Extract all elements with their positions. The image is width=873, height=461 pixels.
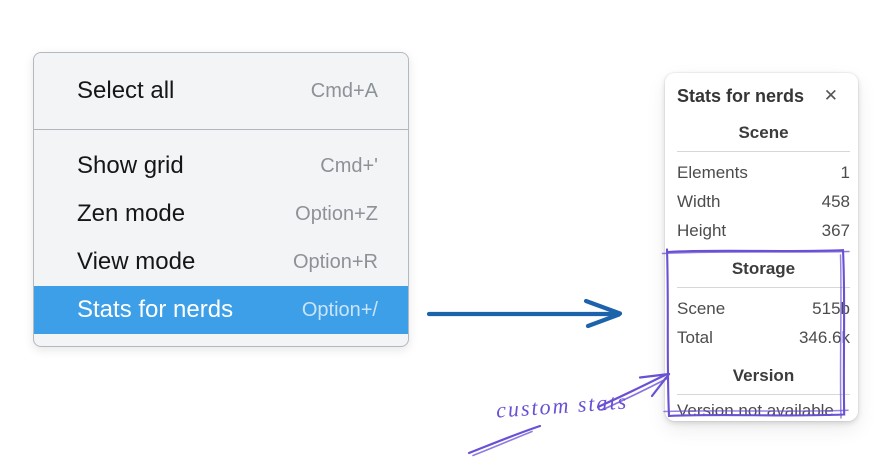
menu-item-shortcut: Option+/ bbox=[301, 298, 378, 321]
menu-item-show-grid[interactable]: Show grid Cmd+' bbox=[34, 142, 408, 190]
stat-value: 515b bbox=[812, 299, 850, 318]
stat-row-total-storage: Total 346.6k bbox=[677, 323, 850, 352]
menu-item-select-all[interactable]: Select all Cmd+A bbox=[34, 67, 408, 115]
context-menu: Select all Cmd+A Show grid Cmd+' Zen mod… bbox=[33, 52, 409, 347]
section-scene: Scene Elements 1 Width 458 Height 367 bbox=[677, 123, 850, 245]
menu-item-view-mode[interactable]: View mode Option+R bbox=[34, 238, 408, 286]
close-icon[interactable]: ✕ bbox=[823, 86, 838, 106]
stats-panel-header: Stats for nerds ✕ bbox=[677, 86, 850, 106]
stat-row-scene-storage: Scene 515b bbox=[677, 294, 850, 323]
menu-item-label: Stats for nerds bbox=[77, 296, 234, 323]
section-heading-version: Version bbox=[677, 366, 850, 395]
section-storage: Storage Scene 515b Total 346.6k bbox=[677, 259, 850, 352]
stat-label: Scene bbox=[677, 299, 726, 318]
stat-value: 346.6k bbox=[798, 328, 850, 347]
stat-row-width: Width 458 bbox=[677, 187, 850, 216]
menu-item-shortcut: Cmd+A bbox=[310, 79, 378, 102]
annotation-custom-stats: custom stats bbox=[495, 388, 629, 423]
stat-label: Width bbox=[677, 192, 721, 211]
stats-panel: Stats for nerds ✕ Scene Elements 1 Width… bbox=[665, 73, 858, 421]
menu-divider bbox=[34, 129, 408, 130]
menu-item-shortcut: Cmd+' bbox=[320, 154, 378, 177]
stat-row-height: Height 367 bbox=[677, 216, 850, 245]
stat-value: 1 bbox=[840, 163, 850, 182]
menu-item-label: Select all bbox=[77, 77, 175, 104]
section-version: Version Version not available bbox=[677, 366, 850, 421]
menu-item-label: Show grid bbox=[77, 152, 184, 179]
menu-item-zen-mode[interactable]: Zen mode Option+Z bbox=[34, 190, 408, 238]
menu-item-shortcut: Option+Z bbox=[295, 202, 378, 225]
stat-value: 458 bbox=[821, 192, 850, 211]
menu-item-stats-for-nerds[interactable]: Stats for nerds Option+/ bbox=[34, 286, 408, 334]
panel-title: Stats for nerds bbox=[677, 86, 805, 106]
stat-label: Total bbox=[677, 328, 713, 347]
menu-item-shortcut: Option+R bbox=[292, 250, 378, 273]
section-heading-scene: Scene bbox=[677, 123, 850, 152]
section-heading-storage: Storage bbox=[677, 259, 850, 288]
menu-item-label: View mode bbox=[77, 248, 196, 275]
stat-label: Height bbox=[677, 221, 727, 240]
version-note: Version not available bbox=[677, 401, 834, 420]
stat-label: Elements bbox=[677, 163, 748, 182]
arrow-right-icon bbox=[426, 298, 623, 329]
stat-value: 367 bbox=[821, 221, 850, 240]
stat-row-elements: Elements 1 bbox=[677, 158, 850, 187]
menu-item-label: Zen mode bbox=[77, 200, 186, 227]
